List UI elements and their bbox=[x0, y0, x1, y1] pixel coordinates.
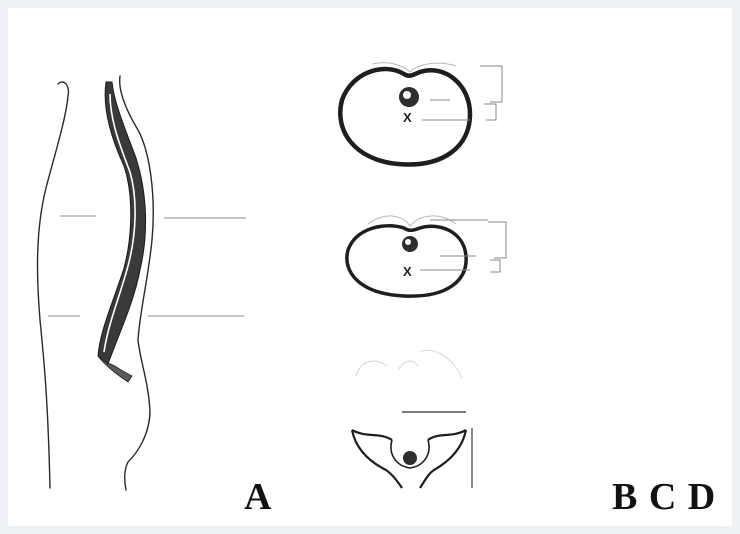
section-d-faint-contour-right bbox=[420, 350, 462, 378]
cross-section-c: X bbox=[347, 216, 506, 296]
section-b-bracket-outer bbox=[480, 66, 502, 102]
section-d-faint-contour-mid bbox=[398, 361, 418, 370]
section-c-outline bbox=[347, 226, 466, 296]
cross-section-b: X bbox=[340, 63, 502, 165]
cross-section-d bbox=[352, 350, 472, 488]
panel-label-bcd: B C D bbox=[612, 478, 716, 516]
section-b-bracket-inner bbox=[484, 104, 496, 120]
sacrum-shade bbox=[98, 356, 132, 382]
section-d-faint-contour-left bbox=[356, 361, 388, 376]
level-lines-a bbox=[48, 216, 246, 316]
section-c-bracket-inner bbox=[490, 260, 500, 272]
body-front-outline bbox=[38, 82, 69, 488]
section-c-bracket-outer bbox=[488, 222, 506, 258]
section-d-spinal-canal bbox=[403, 451, 417, 465]
panel-label-a: A bbox=[244, 478, 271, 516]
section-c-marker: X bbox=[403, 264, 412, 279]
section-c-canal-lumen bbox=[405, 239, 411, 245]
section-b-marker: X bbox=[403, 110, 412, 125]
section-b-canal-lumen bbox=[403, 91, 411, 99]
spinal-column bbox=[98, 82, 146, 364]
